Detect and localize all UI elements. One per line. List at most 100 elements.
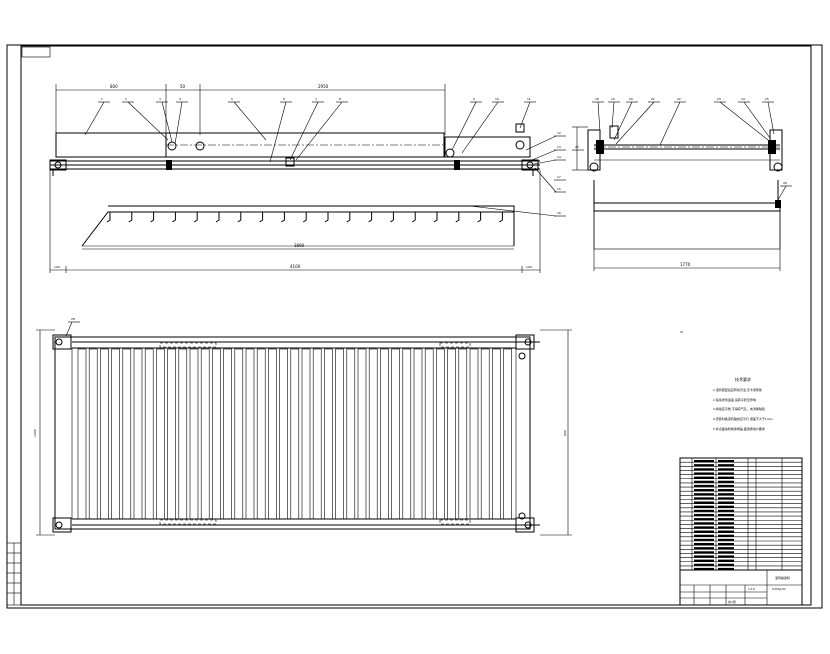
parts-cell-text — [718, 509, 734, 512]
roller — [223, 348, 232, 520]
parts-cell-text — [718, 543, 734, 545]
dim-inner: 3890 — [294, 243, 305, 248]
roller — [324, 348, 333, 520]
outer-border — [6, 44, 823, 609]
roller — [424, 348, 434, 520]
technical-notes: 技术要求 1.滚筒装配后应转动灵活,无卡滞现象 2.链条张紧适度,运转平稳无异响… — [713, 376, 773, 431]
roller — [492, 348, 501, 520]
parts-cell-text — [694, 538, 714, 541]
parts-cell-text — [718, 489, 734, 492]
roller — [436, 348, 445, 520]
parts-cell-text — [718, 530, 734, 533]
code-box — [21, 46, 51, 58]
roller — [312, 348, 322, 520]
parts-cell-text — [718, 493, 734, 496]
parts-cell-text — [694, 567, 714, 570]
roller — [167, 348, 176, 520]
balloon-number: 20 — [629, 97, 633, 101]
roller — [380, 348, 389, 520]
roller — [458, 348, 468, 520]
rail-hook — [237, 212, 242, 223]
roller — [268, 348, 277, 520]
dim-plan-height-right: 900 — [563, 430, 567, 436]
balloon-number: 28 — [71, 317, 75, 321]
balloon-number: 7 — [315, 97, 317, 101]
balloon-number: 9 — [473, 97, 475, 101]
parts-cell-text — [718, 484, 734, 487]
parts-cell-text — [694, 497, 714, 500]
roller — [413, 348, 423, 520]
balloon-number: 23 — [717, 97, 721, 101]
roller — [469, 348, 479, 520]
roller — [447, 348, 456, 520]
parts-cell-text — [694, 484, 714, 487]
rail-hook — [172, 212, 176, 223]
parts-cell-text — [718, 555, 734, 558]
balloon-number: 25 — [765, 97, 769, 101]
note-line: 2.链条张紧适度,运转平稳无异响 — [713, 397, 756, 402]
balloon-number: 15 — [557, 187, 561, 191]
parts-cell-text — [718, 534, 734, 537]
rail-hook — [106, 212, 111, 223]
balloon-number: 14 — [557, 155, 561, 159]
parts-cell-text — [694, 480, 714, 483]
balloon-number: 8 — [339, 97, 341, 101]
parts-cell-text — [718, 518, 734, 521]
balloon-number: 21 — [651, 97, 655, 101]
parts-cell-text — [718, 526, 734, 529]
parts-cell-text — [718, 563, 734, 566]
rail-hook — [259, 212, 264, 223]
parts-cell-text — [694, 559, 714, 562]
roller — [368, 348, 378, 520]
roller — [100, 348, 109, 520]
parts-cell-text — [694, 534, 714, 537]
plan-view: 1000 900 28 — [33, 317, 572, 536]
roller — [290, 348, 300, 520]
parts-cell-text — [694, 509, 714, 512]
dim-overall: 4100 — [290, 264, 301, 269]
parts-cell-text — [694, 472, 714, 475]
balloon-number: 16 — [557, 211, 561, 215]
rail-hook — [477, 212, 482, 223]
roller — [111, 348, 120, 520]
parts-cell-text — [694, 468, 714, 471]
sheet-count: 共1张 — [728, 599, 736, 604]
parts-cell-text — [718, 551, 734, 554]
rail-hook — [281, 212, 285, 223]
roller — [346, 348, 356, 520]
balloon-number: 12 — [557, 131, 561, 135]
parts-cell-text — [718, 513, 734, 516]
parts-cell-text — [718, 468, 734, 471]
roller — [77, 348, 87, 520]
balloon-number: 22 — [677, 97, 681, 101]
roller — [256, 348, 266, 520]
note-line: 4.安装时各滚筒轴线应平行,误差不大于1mm — [713, 416, 773, 421]
parts-cell-text — [694, 551, 714, 554]
drawing-name: 滚筒输送机 — [775, 575, 790, 580]
dim-plan-height-left: 1000 — [33, 429, 37, 437]
parts-cell-text — [694, 522, 714, 525]
balloon-number: 2 — [125, 97, 127, 101]
title-block: 滚筒输送机 GTSSJ-00 1:10 共1张 — [679, 457, 803, 606]
notes-title: 技术要求 — [735, 376, 751, 382]
parts-cell-text — [718, 460, 734, 462]
balloon-number: 13 — [557, 145, 561, 149]
parts-cell-text — [694, 530, 714, 533]
rail-hook — [215, 212, 220, 223]
parts-cell-text — [694, 518, 714, 521]
dim-seg2: 50 — [180, 84, 186, 89]
parts-cell-text — [718, 476, 734, 479]
dim-seg3: 2950 — [318, 84, 329, 89]
parts-cell-text — [718, 547, 734, 550]
roller — [122, 348, 132, 520]
note-line: 3.焊缝应平整,不得有气孔、夹渣等缺陷 — [713, 406, 765, 411]
roller — [335, 348, 344, 520]
rail-hook — [499, 212, 503, 223]
balloon-number: 17 — [557, 175, 561, 179]
balloon-number: 11 — [527, 97, 531, 101]
rail-hook — [455, 212, 460, 223]
balloon-number: 3 — [159, 97, 161, 101]
rail-hook — [368, 212, 373, 223]
balloon-number: 10 — [495, 97, 499, 101]
roller — [279, 348, 288, 520]
